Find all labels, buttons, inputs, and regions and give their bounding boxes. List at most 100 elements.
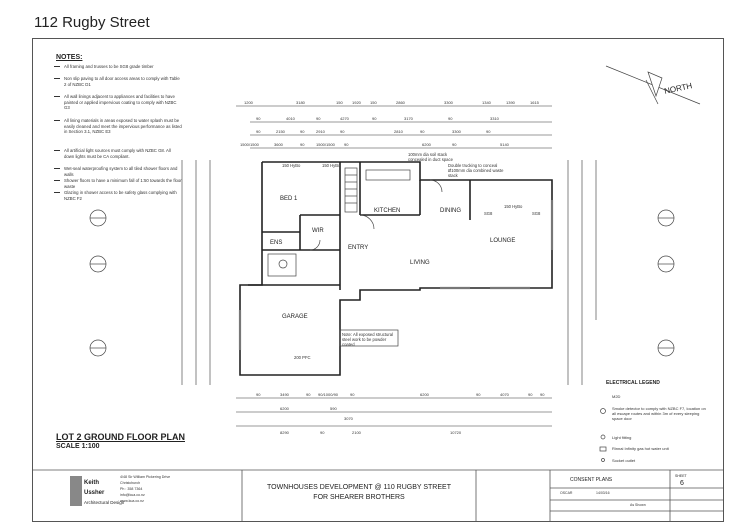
dim-text: 90 — [448, 116, 453, 121]
note-item: All wall linings adjacent to appliances … — [54, 94, 182, 111]
dim-text: 1340 — [482, 100, 491, 105]
legend-item: Smoke detector to comply with NZBC F7, l… — [612, 406, 706, 421]
legend-item: M2D — [612, 394, 621, 399]
dim-text: 1200 — [244, 100, 253, 105]
room-label-kitchen: KITCHEN — [374, 208, 401, 214]
room-label-lounge: LOUNGE — [490, 238, 516, 244]
dim-text: 90 — [420, 129, 425, 134]
firm-address-line: www.kua.co.nz — [120, 499, 144, 503]
dim-text: 4010 — [286, 116, 295, 121]
dim-text: 90 — [256, 116, 261, 121]
dim-text: 90 — [476, 392, 481, 397]
note-item: All lining materials in areas exposed to… — [54, 118, 182, 135]
pfc-label: 200 PFC — [294, 355, 311, 360]
note-item: All framing and trusses to be SG8 grade … — [54, 64, 182, 70]
dim-text: 3300 — [444, 100, 453, 105]
dim-text: 1500/1500 — [240, 142, 259, 147]
footing-note: Double trucking to conceal Ø100mm dia co… — [448, 163, 504, 178]
legend-item: Rinnai Infinity gas hot water unit — [612, 446, 669, 451]
dim-text: 1500/1500 — [316, 142, 335, 147]
note-item: Glazing in shower access to be safety gl… — [54, 190, 182, 201]
legend-item: Light fitting — [612, 435, 632, 440]
room-label-garage: GARAGE — [282, 314, 308, 320]
room-label-wir: WIR — [312, 228, 324, 234]
dim-text: 3300 — [452, 129, 461, 134]
dim-text: 90 — [528, 392, 533, 397]
note-item: Non slip paving to all door access areas… — [54, 76, 182, 87]
dim-text: 90 — [256, 129, 261, 134]
sg8-label: SG8 — [532, 211, 541, 216]
dim-text: 90 — [372, 116, 377, 121]
dim-text: 3070 — [344, 416, 353, 421]
note-item: All artificial light sources must comply… — [54, 148, 182, 159]
dim-text: 1920 — [352, 100, 361, 105]
soil-stack-note: 100mm dia soil stack concealed in duct s… — [408, 152, 453, 162]
sheet-label: SHEET — [675, 474, 687, 478]
notes-heading: NOTES: — [56, 54, 83, 61]
drawing-date: 14/03/16 — [596, 491, 610, 495]
project-title-line1: TOWNHOUSES DEVELOPMENT @ 110 RUGBY STREE… — [267, 484, 451, 491]
dim-text: 1390 — [506, 100, 515, 105]
dim-text: 3600 — [274, 142, 283, 147]
dim-text: 90 — [486, 129, 491, 134]
firm-address-line: info@kua.co.nz — [120, 493, 145, 497]
dim-text: 90 — [300, 142, 305, 147]
dim-text: 90/1000/90 — [318, 392, 339, 397]
room-label-living: LIVING — [410, 260, 430, 266]
dim-text: 6200 — [420, 392, 429, 397]
dim-text: 90 — [256, 392, 261, 397]
legend-item: Socket outlet — [612, 458, 636, 463]
firm-address-line: Ph : 358 7364 — [120, 487, 143, 491]
beam-rating: 150 HyBo — [322, 163, 341, 168]
electrical-legend-title: ELECTRICAL LEGEND — [606, 380, 660, 386]
firm-address-line: Christchurch — [120, 481, 141, 485]
dim-text: 2860 — [396, 100, 405, 105]
dim-text: 4270 — [340, 116, 349, 121]
dim-text: 90 — [344, 142, 349, 147]
dim-text: 3180 — [296, 100, 305, 105]
dim-text: 3490 — [280, 392, 289, 397]
dim-text: 90 — [300, 129, 305, 134]
room-label-dining: DINING — [440, 208, 461, 214]
dim-text: 6200 — [422, 142, 431, 147]
dim-text: 150 — [370, 100, 377, 105]
dim-text: 90 — [452, 142, 457, 147]
beam-rating: 150 HyBo — [504, 204, 523, 209]
document-title: 112 Rugby Street — [34, 14, 150, 31]
dim-text: 3310 — [490, 116, 499, 121]
drawn-by: OSCAR — [560, 491, 573, 495]
dim-text: 90 — [316, 116, 321, 121]
note-item: Shower floors to have a minimum fall of … — [54, 178, 182, 189]
firm-name-line2: Ussher — [84, 490, 105, 496]
drawing-sheet-border — [32, 38, 724, 522]
dim-text: 1615 — [530, 100, 539, 105]
steel-note: Note: All exposed structural steel work … — [342, 332, 393, 347]
dim-text: 90 — [306, 392, 311, 397]
note-item: Wet-seal waterproofing system to all til… — [54, 166, 182, 177]
dim-text: 2150 — [276, 129, 285, 134]
firm-subtitle: Architectural Design — [84, 500, 125, 505]
project-title-line2: FOR SHEARER BROTHERS — [313, 494, 405, 501]
sheet-number: 6 — [680, 480, 684, 487]
sg8-label: SG8 — [484, 211, 493, 216]
dim-text: 4070 — [500, 392, 509, 397]
dim-text: 8290 — [280, 430, 289, 435]
firm-name-line1: Keith — [84, 480, 99, 486]
dim-text: 2810 — [394, 129, 403, 134]
dim-text: 2910 — [316, 129, 325, 134]
beam-rating: 150 HyBo — [282, 163, 301, 168]
drawing-title: CONSENT PLANS — [570, 477, 613, 483]
drawing-scale: As Shown — [630, 503, 646, 507]
dim-text: 90 — [320, 430, 325, 435]
room-label-entry: ENTRY — [348, 245, 369, 251]
dim-text: 2100 — [352, 430, 361, 435]
dim-text: 590 — [330, 406, 337, 411]
dim-text: 10720 — [450, 430, 462, 435]
firm-address-line: 4/48 Sir William Pickering Drive — [120, 475, 171, 479]
dim-text: 90 — [350, 392, 355, 397]
dim-text: 90 — [540, 392, 545, 397]
dim-text: 6200 — [280, 406, 289, 411]
dim-text: 5140 — [500, 142, 509, 147]
plan-title: LOT 2 GROUND FLOOR PLAN — [56, 432, 185, 442]
